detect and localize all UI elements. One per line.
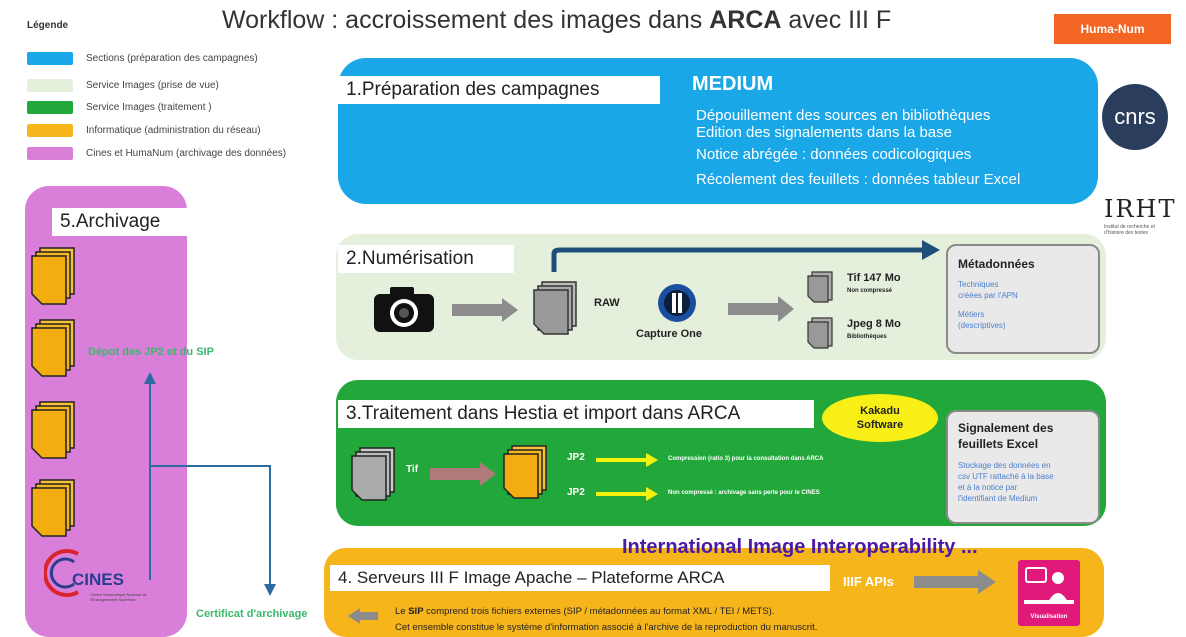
raw-label: RAW xyxy=(594,297,620,309)
kakadu-line: Software xyxy=(856,419,904,431)
archive-connector xyxy=(144,372,276,596)
legend-label: Informatique (administration du réseau) xyxy=(86,125,261,136)
title-bold: ARCA xyxy=(709,6,782,34)
section4-label: 4. Serveurs III F Image Apache – Platefo… xyxy=(330,565,830,591)
gray-arrow-icon xyxy=(452,298,518,322)
title-prefix: Workflow : accroissement des images dans xyxy=(222,6,710,34)
excel-line: et à la notice par xyxy=(958,483,1018,492)
jp2-description: Compression (ratio 3) pour la consultati… xyxy=(668,456,824,462)
section5-label: 5.Archivage xyxy=(52,208,190,236)
title-suffix: avec III F xyxy=(781,6,892,34)
gray-arrow-icon xyxy=(728,296,794,322)
metadata-line: Métiers xyxy=(958,310,985,319)
sip-description-line2: Cet ensemble constitue le système d'info… xyxy=(395,622,818,633)
gray-arrow-left-icon xyxy=(348,608,378,624)
visualisation-icon xyxy=(1024,567,1074,604)
certificat-label: Certificat d'archivage xyxy=(196,608,308,620)
iiif-title: International Image Interoperability ... xyxy=(622,536,978,558)
archive-files-icon xyxy=(31,479,75,537)
legend-swatch-informatique xyxy=(27,124,73,137)
metadata-line: Techniques xyxy=(958,280,999,289)
legend-swatch-sections xyxy=(27,52,73,65)
archive-files-icon xyxy=(31,401,75,459)
kakadu-line: Kakadu xyxy=(860,405,900,417)
iiif-apis-label: IIIF APIs xyxy=(843,574,894,589)
metadata-flow-arrow xyxy=(551,240,940,272)
irht-logo: IRHT xyxy=(1104,195,1177,223)
capture-one-icon xyxy=(658,284,696,322)
medium-line: Récolement des feuillets : données table… xyxy=(696,171,1021,188)
medium-line: Notice abrégée : données codicologiques xyxy=(696,146,972,163)
yellow-arrow-icon xyxy=(596,453,658,467)
archive-files-icon xyxy=(31,247,75,305)
jpeg-size-label: Jpeg 8 Mo xyxy=(847,318,901,330)
cines-logo-text: CINES xyxy=(72,570,124,589)
tif-subtitle: Non compressé xyxy=(847,288,893,294)
legend-label: Sections (préparation des campagnes) xyxy=(86,53,258,64)
section-serveurs xyxy=(324,548,1104,637)
legend-label: Service Images (prise de vue) xyxy=(86,80,219,91)
legend-label: Service Images (traitement ) xyxy=(86,102,212,113)
irht-logo-subtitle: Institut de recherche et d'histoire des … xyxy=(1104,224,1155,236)
page-title: Workflow : accroissement des images dans… xyxy=(222,6,891,35)
metadata-box xyxy=(946,244,1100,354)
cines-logo-mark xyxy=(44,549,80,597)
jp2-files-icon xyxy=(503,445,547,499)
medium-line: Dépouillement des sources en bibliothèqu… xyxy=(696,107,991,124)
legend-swatch-prise-de-vue xyxy=(27,79,73,92)
legend-swatch-traitement xyxy=(27,101,73,114)
section3-label: 3.Traitement dans Hestia et import dans … xyxy=(338,400,814,428)
visualisation-tile: Visualisation xyxy=(1018,560,1080,626)
jpeg-file-icon xyxy=(807,317,833,349)
cines-logo-subtitle: Centre Informatique National de l'Enseig… xyxy=(90,592,147,602)
tif-label: Tif xyxy=(406,464,419,475)
camera-icon xyxy=(374,287,434,332)
pink-arrow-icon xyxy=(430,462,496,486)
excel-title: Signalement des xyxy=(958,421,1054,435)
legend-swatch-cines xyxy=(27,147,73,160)
raw-files-icon xyxy=(533,281,577,335)
tif-files-icon xyxy=(351,447,395,501)
tif-file-icon xyxy=(807,271,833,303)
excel-line: csv UTF rattaché à la base xyxy=(958,472,1054,481)
legend-title: Légende xyxy=(27,20,69,31)
jp2-label: JP2 xyxy=(567,487,585,498)
tif-size-label: Tif 147 Mo xyxy=(847,272,901,284)
medium-line: Edition des signalements dans la base xyxy=(696,124,952,141)
sip-description: Le SIP comprend trois fichiers externes … xyxy=(395,606,775,617)
excel-signalement-box xyxy=(946,410,1100,524)
archive-files-icon xyxy=(31,319,75,377)
legend-label: Cines et HumaNum (archivage des données) xyxy=(86,148,287,159)
excel-line: Stockage des données en xyxy=(958,461,1051,470)
capture-one-label: Capture One xyxy=(636,328,703,340)
visualisation-label: Visualisation xyxy=(1030,614,1068,620)
section1-label: 1.Préparation des campagnes xyxy=(338,76,660,104)
jpeg-subtitle: Bibliothèques xyxy=(847,334,887,340)
medium-title: MEDIUM xyxy=(692,73,774,95)
metadata-line: créées par l'APN xyxy=(958,291,1018,300)
humanum-logo: Huma-Num xyxy=(1054,14,1171,44)
jp2-label: JP2 xyxy=(567,452,585,463)
cnrs-logo: cnrs xyxy=(1102,84,1168,150)
jp2-description: Non compressé : archivage sans perte pou… xyxy=(668,490,820,496)
depot-label: Dépot des JP2 et du SIP xyxy=(88,346,214,358)
section2-label: 2.Numérisation xyxy=(338,245,514,273)
metadata-line: (descriptives) xyxy=(958,321,1006,330)
metadata-title: Métadonnées xyxy=(958,257,1035,271)
gray-arrow-icon xyxy=(914,570,996,594)
excel-line: l'identifiant de Medium xyxy=(958,494,1038,503)
excel-title: feuillets Excel xyxy=(958,437,1039,451)
yellow-arrow-icon xyxy=(596,487,658,501)
